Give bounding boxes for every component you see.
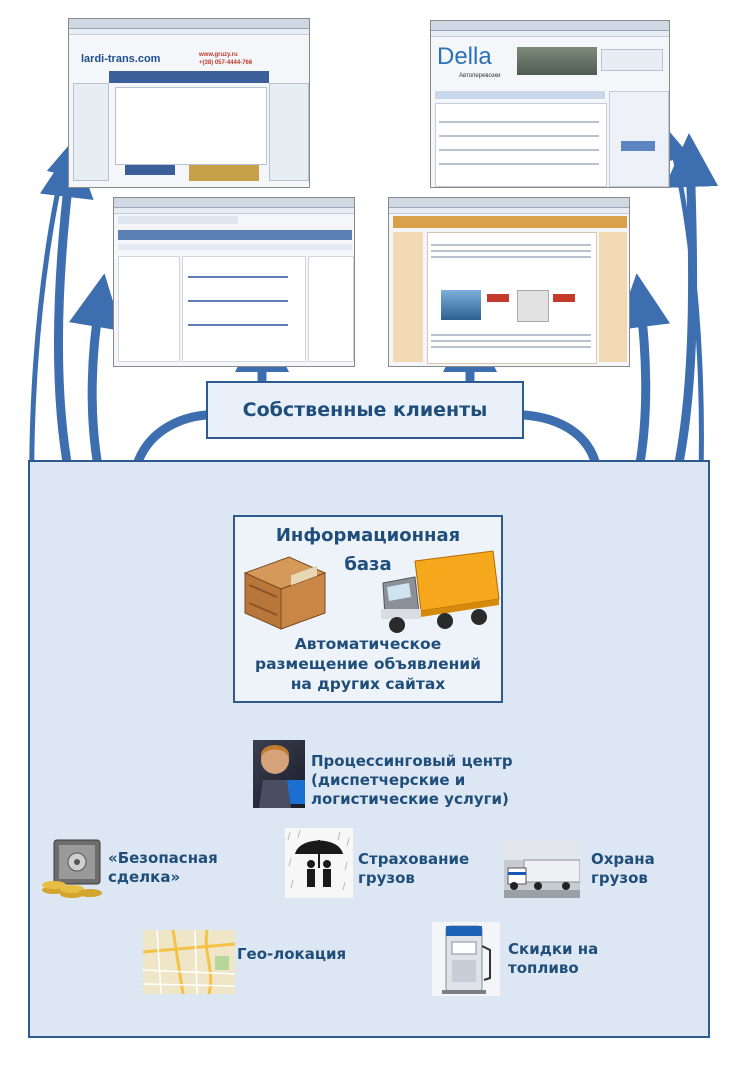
- cargo-truck-icon: [381, 550, 500, 633]
- della-logo: Della: [437, 43, 492, 70]
- information-base-title: Информационная база: [275, 525, 461, 575]
- safe-deal-label: «Безопасная сделка»: [108, 849, 218, 886]
- fuel-discount-label: Скидки на топливо: [508, 940, 599, 977]
- security-label: Охрана грузов: [591, 850, 655, 887]
- site-header: [393, 216, 627, 228]
- nav-tabs: [118, 230, 352, 240]
- insurance-umbrella-icon: [285, 828, 353, 898]
- right-ads: [599, 232, 627, 362]
- own-clients-box: Собственные клиенты: [206, 381, 524, 439]
- della-tabs: [435, 91, 605, 99]
- left-menu: [393, 232, 423, 362]
- screenshot-della: Della Автоперевозки: [430, 20, 670, 188]
- own-clients-label: Собственные клиенты: [242, 399, 488, 421]
- left-sidebar: [73, 83, 109, 181]
- geo-location-label: Гео-локация: [237, 945, 347, 963]
- fuel-pump-icon: [432, 922, 500, 996]
- box-photo: [517, 290, 549, 322]
- geo-map-icon: [143, 930, 235, 994]
- information-base-box: Информационная база Автоматическое разме…: [233, 515, 503, 703]
- screenshot-eurotransport: [388, 197, 630, 367]
- della-subtitle: Автоперевозки: [459, 73, 501, 79]
- insurance-label: Страхование грузов: [358, 850, 470, 887]
- screenshot-lardi-trans: lardi-trans.com www.gruzy.ru +(38) 057-4…: [68, 18, 310, 188]
- left-menu: [118, 256, 180, 362]
- della-photo: [517, 47, 597, 75]
- banner: [189, 165, 259, 181]
- cargo-security-icon: [504, 840, 580, 898]
- della-table: [435, 103, 607, 187]
- processing-center-label: Процессинговый центр (диспетчерские и ло…: [311, 752, 513, 808]
- screenshot-cargo-search: [113, 197, 355, 367]
- lardi-trans-logo: lardi-trans.com: [81, 53, 161, 65]
- truck-photo: [441, 290, 481, 320]
- right-sidebar: [269, 83, 309, 181]
- gruzy-site-label: www.gruzy.ru: [199, 52, 238, 58]
- gruzy-phone: +(38) 057-4444-766: [199, 60, 253, 66]
- nav-tabs: [109, 71, 269, 83]
- dispatcher-photo-icon: [253, 740, 305, 808]
- results-list: [182, 256, 306, 362]
- auto-posting-caption: Автоматическое размещение объявлений на …: [254, 635, 482, 693]
- cargo-crate-icon: [243, 556, 327, 630]
- search-form: [115, 87, 267, 165]
- ads-column: [308, 256, 354, 362]
- safe-deal-icon: [42, 839, 102, 898]
